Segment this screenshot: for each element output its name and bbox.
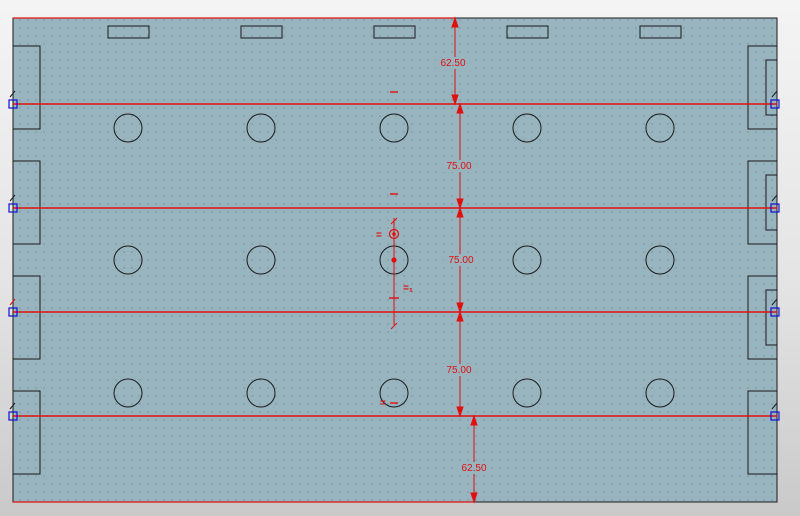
equal-constraint-icon[interactable]: = (380, 398, 386, 409)
coincident-tick-icon (9, 90, 16, 98)
coincident-tick-icon (390, 217, 398, 225)
coincident-tick-icon (9, 298, 16, 306)
slot-5[interactable] (639, 25, 682, 39)
right-side-tabs (747, 45, 778, 475)
coincident-tick-icon (771, 402, 778, 410)
left-side-tabs (12, 45, 41, 475)
top-slots (107, 25, 682, 39)
right-tab-1-inner[interactable] (765, 59, 778, 116)
arrow-down-icon (456, 302, 464, 314)
right-tab-3-inner[interactable] (765, 289, 778, 346)
arrow-up-icon (456, 102, 464, 114)
hole-r2-c1[interactable] (113, 245, 143, 275)
endpoint-r4[interactable] (770, 411, 780, 421)
hole-r3-c3[interactable] (379, 378, 409, 408)
slot-2[interactable] (240, 25, 283, 39)
equal-constraint-icon[interactable]: =₁ (403, 283, 413, 294)
center-point[interactable] (391, 257, 397, 263)
dimension-labels: 62.50 75.00 75.00 75.00 62.50 (436, 57, 491, 474)
right-tab-2-inner[interactable] (765, 174, 778, 231)
endpoint-r1[interactable] (770, 99, 780, 109)
arrow-down-icon (456, 406, 464, 418)
right-tab-4[interactable] (747, 390, 778, 475)
coincident-tick-icon (9, 194, 16, 202)
coincident-tick-icon (390, 322, 398, 330)
equal-constraint-icon[interactable]: = (376, 230, 382, 241)
coincident-tick-icon (771, 90, 778, 98)
hole-r1-c3[interactable] (379, 113, 409, 143)
slot-1[interactable] (107, 25, 150, 39)
dim-spacing-3[interactable]: 75.00 (446, 365, 471, 376)
endpoints (8, 99, 780, 421)
arrow-up-icon (451, 16, 459, 28)
hole-r1-c2[interactable] (246, 113, 276, 143)
horizontal-constraint-marks (390, 91, 398, 404)
left-tab-1[interactable] (12, 45, 41, 130)
coincident-tick-icon (771, 298, 778, 306)
arrow-up-icon (470, 414, 478, 426)
hole-r1-c1[interactable] (113, 113, 143, 143)
hole-r3-c2[interactable] (246, 378, 276, 408)
slot-3[interactable] (373, 25, 416, 39)
center-constraint-cluster: = =₁ = (376, 217, 413, 409)
hole-r3-c5[interactable] (645, 378, 675, 408)
dim-spacing-2[interactable]: 75.00 (448, 255, 473, 266)
concentric-center-dot (392, 232, 396, 236)
arrow-down-icon (456, 198, 464, 210)
endpoint-l4[interactable] (8, 411, 18, 421)
hole-r2-c5[interactable] (645, 245, 675, 275)
arrow-down-icon (470, 492, 478, 504)
dim-top-offset[interactable]: 62.50 (440, 58, 465, 69)
hole-r1-c4[interactable] (512, 113, 542, 143)
left-tab-2[interactable] (12, 160, 41, 245)
dim-spacing-1[interactable]: 75.00 (446, 161, 471, 172)
endpoint-l3[interactable] (8, 307, 18, 317)
arrow-up-icon (456, 206, 464, 218)
left-tab-3[interactable] (12, 275, 41, 360)
dim-bottom-offset[interactable]: 62.50 (461, 463, 486, 474)
coincident-tick-icon (771, 194, 778, 202)
hole-r2-c4[interactable] (512, 245, 542, 275)
left-tab-4[interactable] (12, 390, 41, 475)
endpoint-r2[interactable] (770, 203, 780, 213)
endpoint-l2[interactable] (8, 203, 18, 213)
endpoint-l1[interactable] (8, 99, 18, 109)
arrow-up-icon (456, 310, 464, 322)
hole-r2-c2[interactable] (246, 245, 276, 275)
concentric-constraint-icon[interactable] (388, 228, 400, 240)
coincident-ticks (9, 90, 778, 410)
slot-4[interactable] (506, 25, 549, 39)
coincident-tick-icon (9, 402, 16, 410)
hole-r3-c4[interactable] (512, 378, 542, 408)
construction-lines (13, 103, 777, 417)
hole-r1-c5[interactable] (645, 113, 675, 143)
hole-r3-c1[interactable] (113, 378, 143, 408)
endpoint-r3[interactable] (770, 307, 780, 317)
arrow-down-icon (451, 94, 459, 106)
